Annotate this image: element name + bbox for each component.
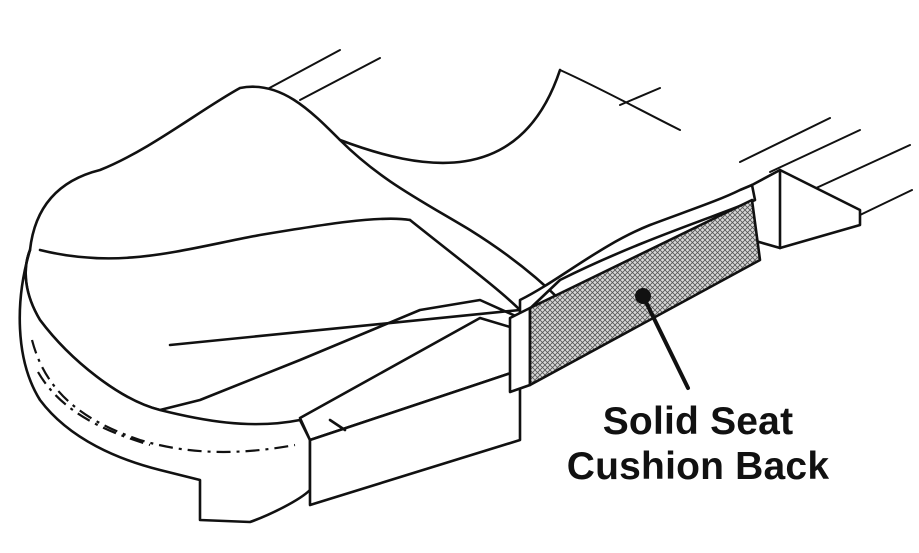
right-end-block xyxy=(750,168,862,250)
seat-back-rest xyxy=(338,68,757,320)
seat-cushion-body xyxy=(18,85,562,524)
callout-label-line-2: Cushion Back xyxy=(566,445,830,488)
callout-label-line-1: Solid Seat xyxy=(602,400,794,443)
callout-line xyxy=(641,294,690,390)
callout-leader xyxy=(635,288,690,390)
